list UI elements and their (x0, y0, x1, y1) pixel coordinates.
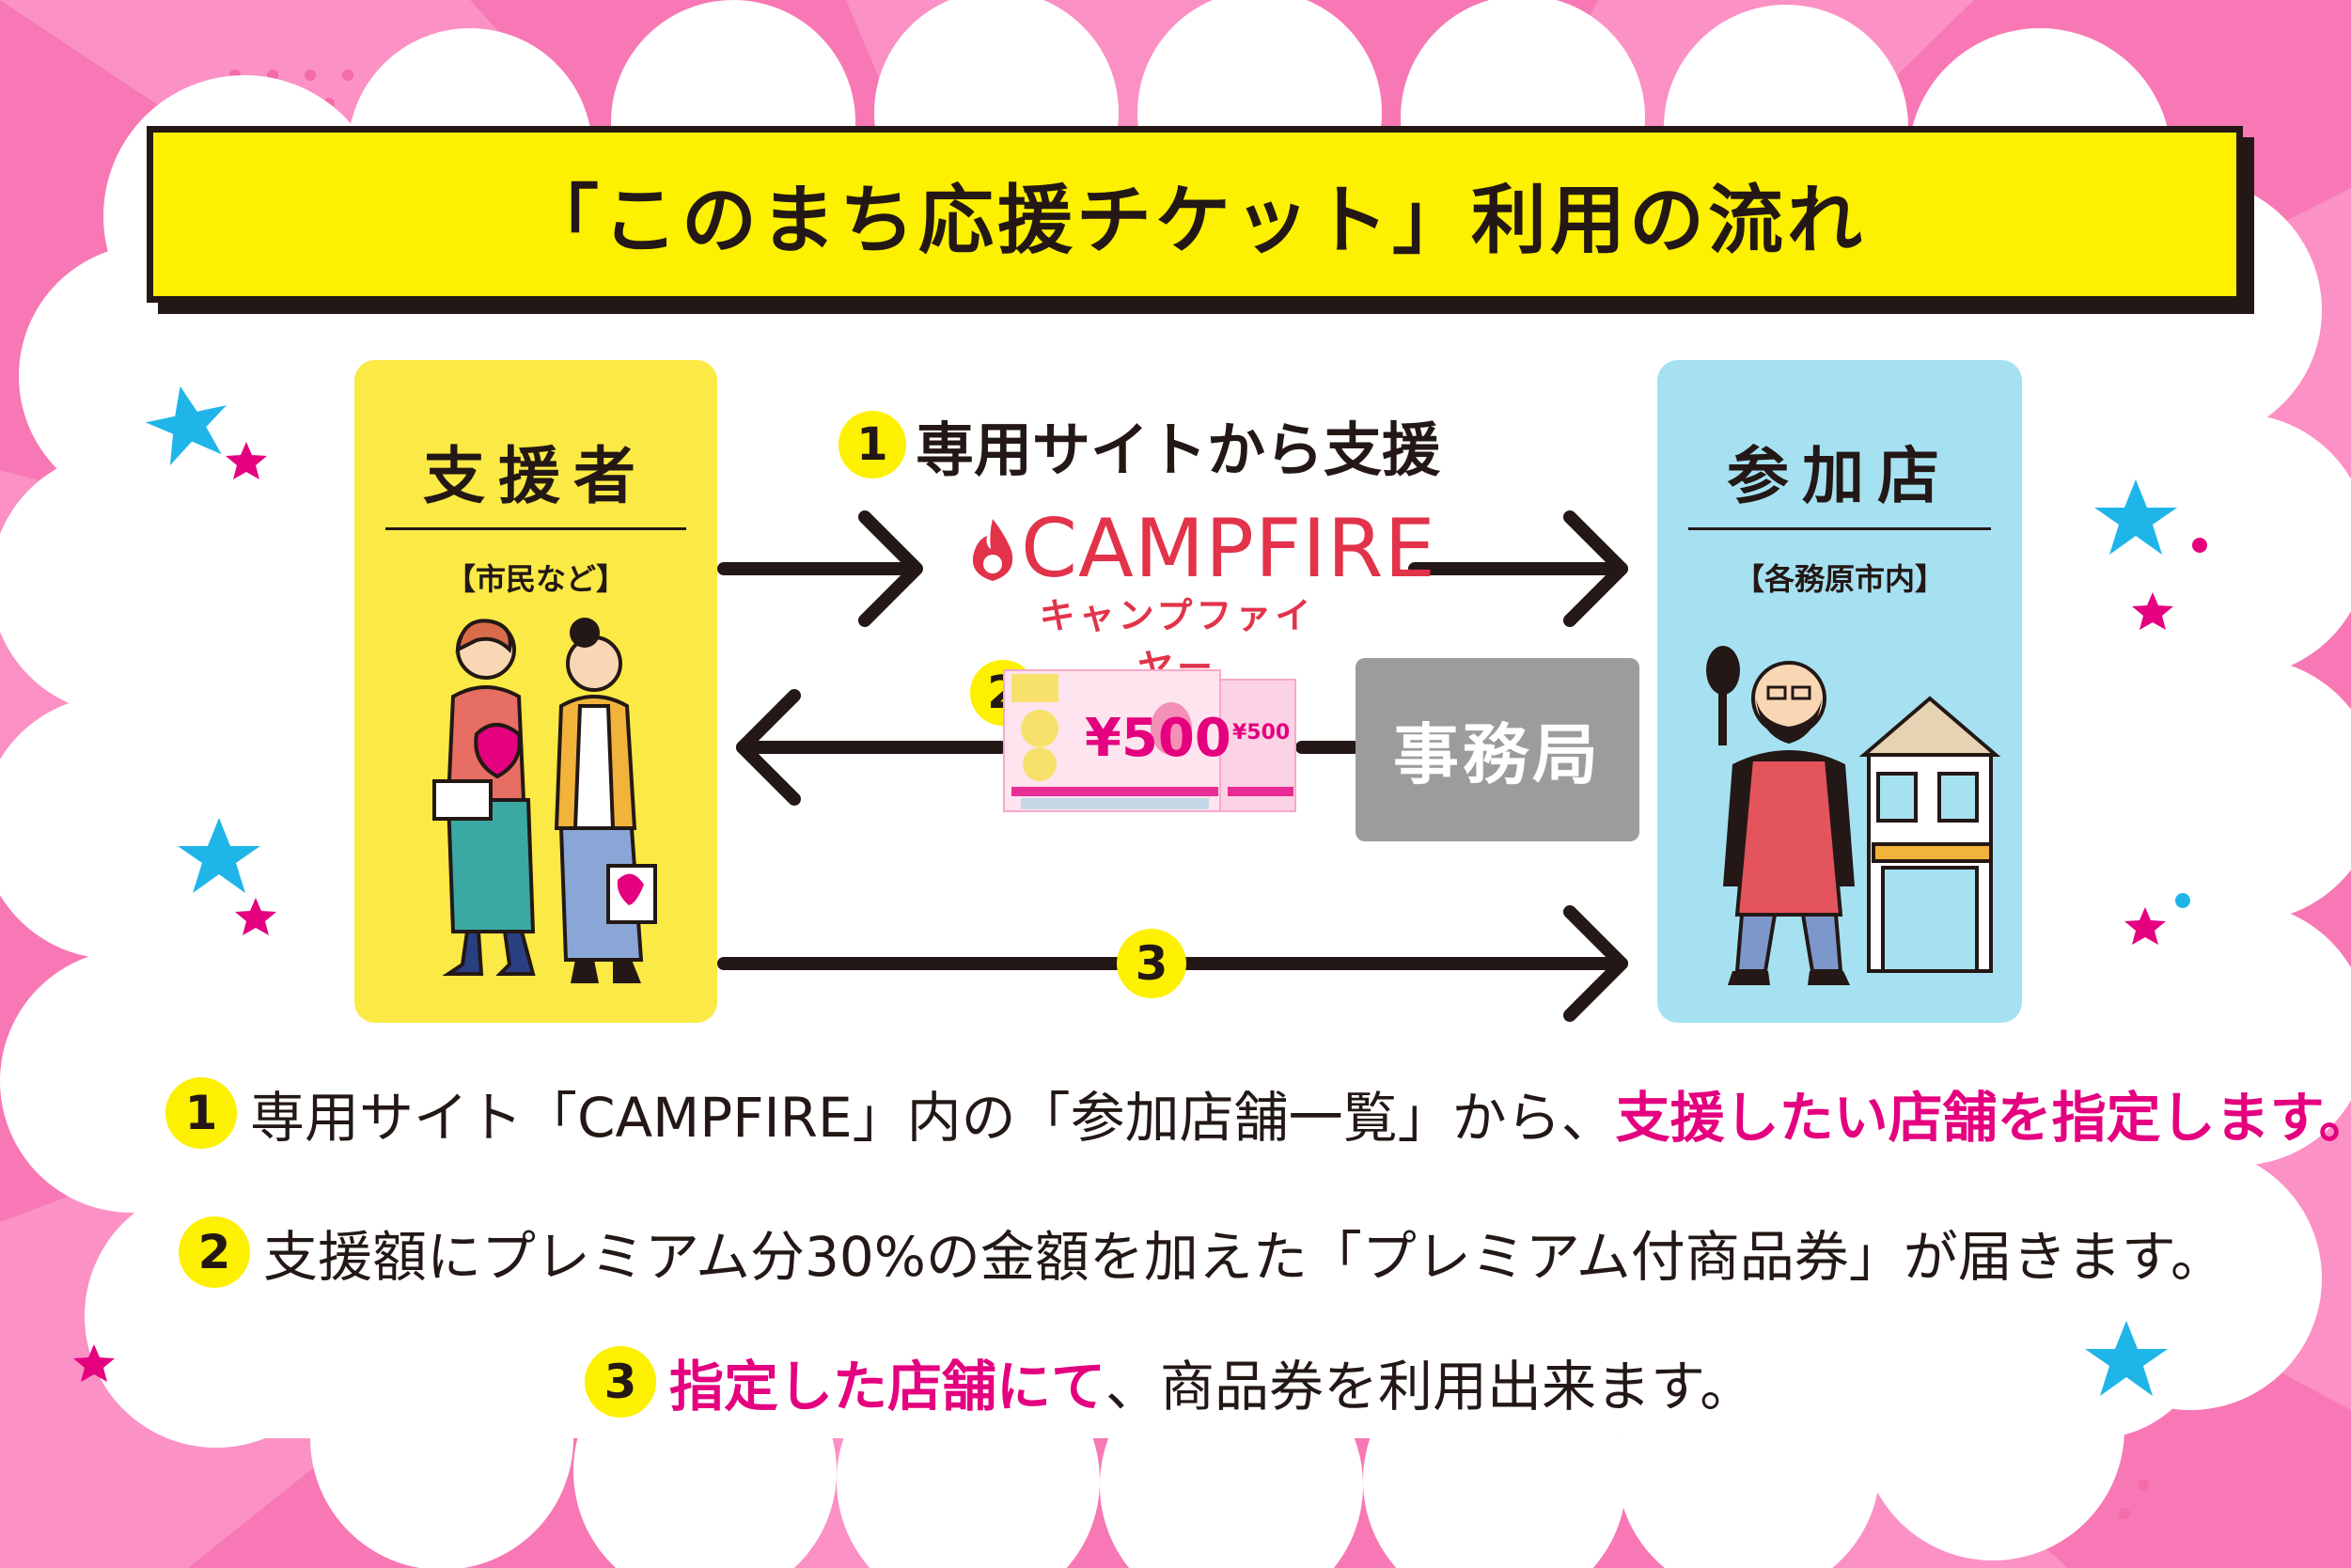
arrow-step1-b-head (1563, 510, 1628, 627)
step-description-2-badge: 2 (179, 1216, 250, 1288)
step1-badge: 1 (839, 411, 906, 478)
flame-icon (972, 519, 1013, 581)
step-description-1-highlight: 支援したい店舗を指定します。 (1615, 1086, 2351, 1150)
ticket-price: ¥500 (1085, 708, 1231, 769)
step-description-1-text: 専用サイト「CAMPFIRE」内の「参加店舗一覧」から、 (250, 1086, 1616, 1150)
supporter-subtitle: 【市民など】 (445, 561, 626, 597)
supporter-heading: 支援者 (423, 440, 649, 512)
page-title: 「このまち応援チケット」利用の流れ (524, 177, 1866, 264)
step3-badge: 3 (1117, 929, 1186, 998)
step-description-1: 1 専用サイト「CAMPFIRE」内の「参加店舗一覧」から、 支援したい店舗を指… (165, 1074, 2351, 1152)
campfire-kana: キャンプファイヤー (1039, 595, 1315, 688)
step-description-3-text: 、商品券を利用出来ます。 (1105, 1355, 1755, 1419)
shop-heading: 参加店 (1727, 440, 1952, 512)
shop-divider (1688, 527, 1991, 530)
campfire-logo: CAMPFIRE キャンプファイヤー (968, 502, 1435, 688)
secretariat-box: 事務局 (1356, 658, 1639, 841)
arrow-step2-head (736, 689, 801, 806)
ticket-price-small: ¥500 (1232, 721, 1291, 745)
supporter-divider (385, 527, 686, 530)
supporter-panel: 支援者 【市民など】 (354, 360, 717, 1023)
decorative-stars (73, 385, 2207, 1396)
step-description-1-badge: 1 (165, 1077, 237, 1149)
step-description-2-text: 支援額にプレミアム分30%の金額を加えた「プレミアム付商品券」が届きます。 (263, 1225, 2225, 1289)
step-description-3: 3 指定した店舗にて 、商品券を利用出来ます。 (585, 1342, 1754, 1421)
step1-flow-label: 1 専用サイトから支援 (839, 402, 1440, 487)
secretariat-label: 事務局 (1393, 716, 1602, 793)
title-banner: 「このまち応援チケット」利用の流れ (147, 126, 2243, 303)
step-description-3-badge: 3 (585, 1346, 656, 1418)
arrow-step1-a-head (858, 510, 923, 627)
shop-panel: 参加店 【各務原市内】 (1657, 360, 2022, 1023)
step-description-2: 2 支援額にプレミアム分30%の金額を加えた「プレミアム付商品券」が届きます。 (179, 1213, 2225, 1292)
shopkeeper-illustration (1706, 646, 2001, 985)
arrow-step3-head (1563, 905, 1628, 1022)
ticket-graphic (1003, 669, 1296, 812)
gift-ticket-image: ¥500 ¥500 (1002, 663, 1305, 821)
step-description-3-highlight: 指定した店舗にて (669, 1355, 1106, 1419)
shop-subtitle: 【各務原市内】 (1733, 561, 1945, 597)
campfire-wordmark: CAMPFIRE (1021, 502, 1436, 596)
step1-flow-text: 専用サイトから支援 (916, 416, 1441, 484)
supporters-illustration (432, 618, 657, 983)
